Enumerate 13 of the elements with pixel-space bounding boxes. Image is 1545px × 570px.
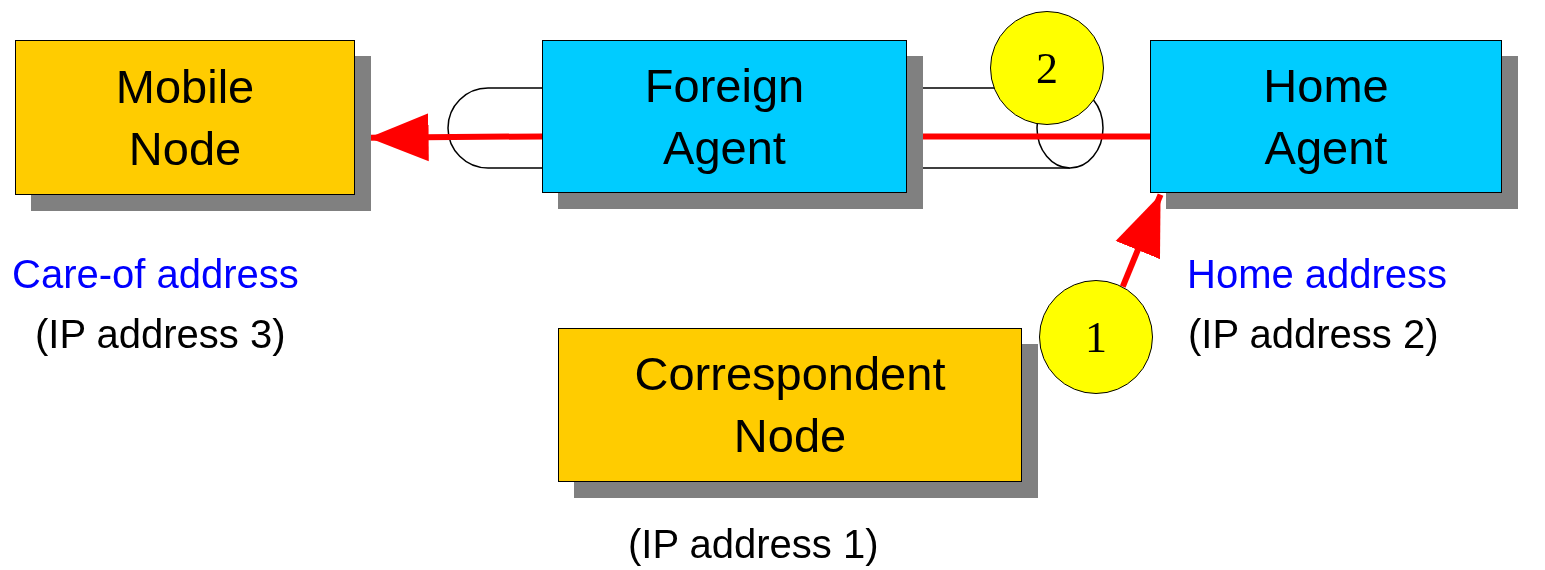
arrow — [1115, 193, 1164, 288]
address-label: (IP address 3) — [35, 311, 286, 358]
step-number: 2 — [1036, 42, 1058, 94]
address-label: Home address — [1187, 251, 1448, 298]
address-label: Care-of address — [12, 251, 299, 298]
node-label: Correspondent Node — [633, 346, 947, 464]
address-label: (IP address 1) — [628, 521, 879, 568]
arrow — [368, 113, 543, 162]
node-label: Mobile Node — [114, 58, 256, 177]
step-number: 1 — [1085, 311, 1107, 363]
node-label: Home Agent — [1262, 57, 1390, 176]
address-label: (IP address 2) — [1188, 311, 1439, 358]
node-label: Foreign Agent — [643, 57, 806, 176]
